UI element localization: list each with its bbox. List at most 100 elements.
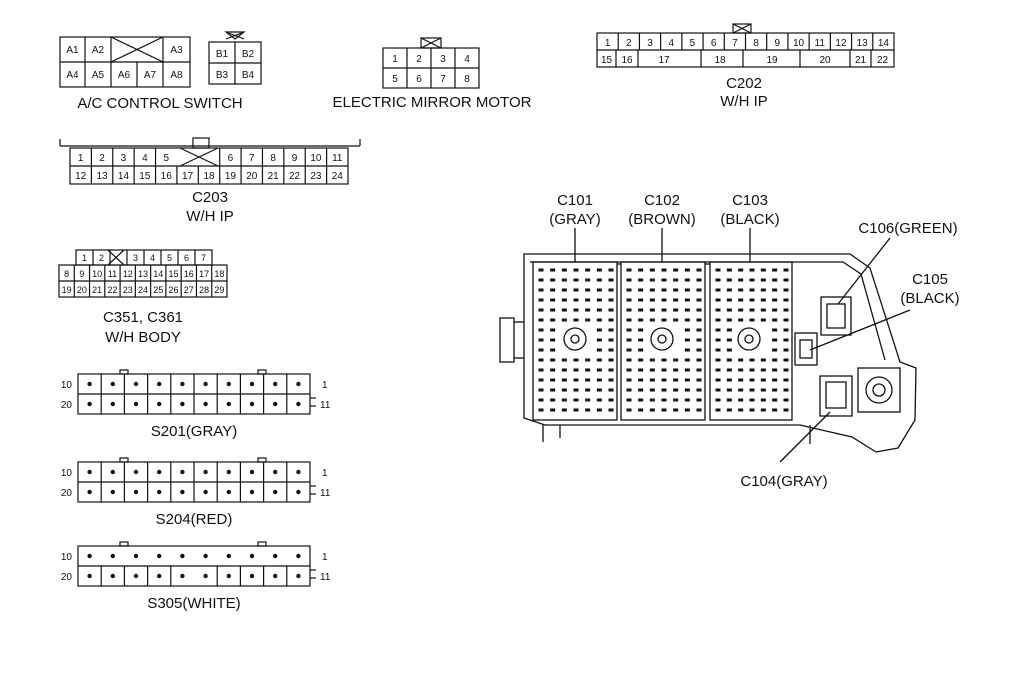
pin-23: 23 — [310, 171, 322, 182]
c103-name: C103 — [732, 192, 768, 209]
pin-b2: B2 — [242, 49, 255, 60]
splice-left-bottom-number: 20 — [61, 400, 73, 411]
pin-5: 5 — [163, 153, 169, 164]
junction-terminal-grid — [715, 268, 789, 412]
pin-3: 3 — [133, 253, 138, 263]
pin-6: 6 — [416, 74, 422, 85]
pin-1: 1 — [78, 153, 84, 164]
pin-a5: A5 — [92, 70, 105, 81]
splice-right-top-number: 1 — [322, 468, 328, 479]
pin-15: 15 — [601, 55, 613, 66]
c101-block — [532, 261, 618, 421]
c105-color: (BLACK) — [900, 290, 959, 307]
splice-terminal — [249, 553, 255, 559]
splice-terminal — [296, 401, 301, 407]
pin-a1: A1 — [66, 45, 79, 56]
pin-17: 17 — [658, 55, 670, 66]
pin-9: 9 — [775, 38, 781, 49]
pin-11: 11 — [108, 269, 117, 279]
pin-13: 13 — [138, 269, 148, 279]
splice-terminal — [296, 381, 301, 387]
c351-location: W/H BODY — [105, 329, 181, 346]
pin-3: 3 — [121, 153, 127, 164]
splice-left-bottom-number: 20 — [61, 572, 73, 583]
c102-block — [620, 261, 706, 421]
splice-left-bottom-number: 20 — [61, 488, 73, 499]
splice-terminal — [249, 381, 255, 387]
ac-control-switch-connector — [59, 36, 191, 88]
pin-4: 4 — [464, 54, 470, 65]
pin-18: 18 — [214, 269, 224, 279]
pin-12: 12 — [835, 38, 847, 49]
pin-4: 4 — [142, 153, 148, 164]
pin-9: 9 — [79, 269, 84, 279]
junction-block-housing — [523, 253, 917, 453]
pin-11: 11 — [332, 153, 343, 164]
splice-terminal — [87, 573, 92, 579]
pin-a7: A7 — [144, 70, 157, 81]
junction-terminal-grid — [626, 268, 702, 412]
c105-connector — [794, 332, 818, 366]
splice-terminal — [157, 401, 162, 407]
pin-8: 8 — [753, 38, 759, 49]
pin-1: 1 — [392, 54, 398, 65]
pin-17: 17 — [199, 269, 209, 279]
splice-terminal — [273, 573, 278, 579]
pin-8: 8 — [464, 74, 470, 85]
pin-22: 22 — [107, 285, 117, 295]
splice-terminal — [180, 401, 185, 407]
pin-16: 16 — [621, 55, 633, 66]
pin-7: 7 — [249, 153, 255, 164]
splice-right-top-number: 1 — [322, 380, 328, 391]
pin-a6: A6 — [118, 70, 131, 81]
pin-26: 26 — [169, 285, 179, 295]
junction-block — [499, 228, 917, 463]
c102-color: (BROWN) — [628, 211, 696, 228]
splice-terminal — [273, 489, 278, 495]
splice-terminal — [110, 469, 116, 475]
pin-5: 5 — [690, 38, 696, 49]
splice-terminal — [203, 469, 208, 475]
pin-7: 7 — [201, 253, 206, 263]
c104-connector — [819, 375, 853, 417]
splice-terminal — [133, 401, 139, 407]
splice-terminal — [110, 381, 116, 387]
pin-20: 20 — [819, 55, 831, 66]
pin-12: 12 — [123, 269, 133, 279]
ac-control-switch-label: A/C CONTROL SWITCH — [77, 95, 242, 112]
splice-terminal — [203, 553, 208, 559]
splice-terminal — [133, 381, 139, 387]
pin-25: 25 — [153, 285, 163, 295]
c103-bolt — [737, 327, 761, 351]
pin-9: 9 — [292, 153, 298, 164]
splice-terminal — [110, 489, 116, 495]
pin-b4: B4 — [242, 70, 255, 81]
pin-3: 3 — [647, 38, 653, 49]
pin-4: 4 — [668, 38, 674, 49]
splice-terminal — [110, 401, 116, 407]
splice-terminal — [226, 489, 231, 495]
splice-terminal — [226, 553, 231, 559]
pin-3: 3 — [440, 54, 446, 65]
c106-label: C106(GREEN) — [858, 220, 957, 237]
pin-29: 29 — [214, 285, 224, 295]
pin-16: 16 — [161, 171, 173, 182]
pin-17: 17 — [182, 171, 194, 182]
c202-connector — [596, 23, 895, 68]
pin-a4: A4 — [66, 70, 79, 81]
splice-left-top-number: 10 — [61, 468, 73, 479]
pin-14: 14 — [153, 269, 163, 279]
splice-name: S204(RED) — [156, 511, 233, 528]
c202-name: C202 — [726, 75, 762, 92]
junction-terminal-grid — [538, 268, 614, 412]
splice-terminal — [249, 573, 255, 579]
pin-2: 2 — [416, 54, 422, 65]
pin-15: 15 — [169, 269, 179, 279]
splice-terminal — [133, 469, 139, 475]
splice-terminal — [110, 573, 116, 579]
pin-19: 19 — [62, 285, 72, 295]
pin-10: 10 — [92, 269, 102, 279]
c202-location: W/H IP — [720, 93, 768, 110]
